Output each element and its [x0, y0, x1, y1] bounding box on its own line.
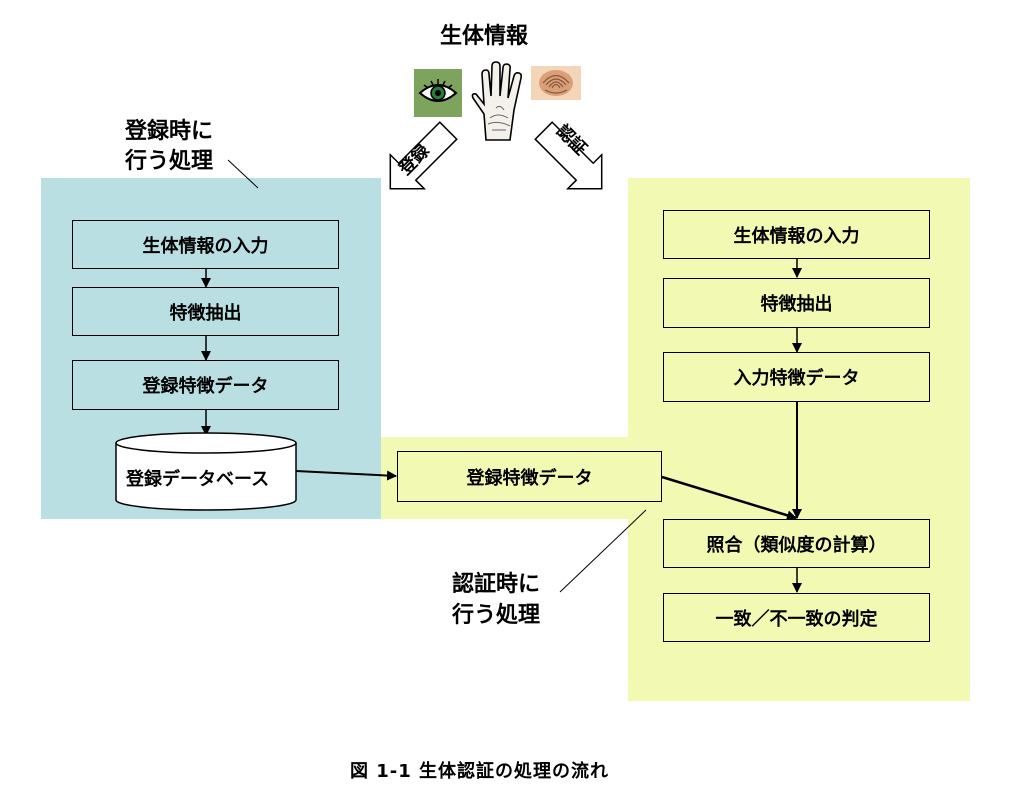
fingerprint-icon [531, 66, 581, 100]
biometric-info-title: 生体情報 [440, 24, 529, 49]
auth-step-input: 生体情報の入力 [663, 210, 930, 259]
stored-feature-box: 登録特徴データ [397, 451, 662, 502]
authentication-caption-line1: 認証時に [452, 572, 541, 597]
eye-icon [414, 69, 462, 117]
auth-step-decision: 一致／不一致の判定 [663, 593, 930, 642]
hand-icon [468, 60, 528, 142]
authentication-caption-line2: 行う処理 [452, 603, 541, 628]
authenticate-big-arrow [534, 121, 603, 190]
figure-caption: 図 1-1 生体認証の処理の流れ [350, 761, 610, 782]
registration-step-input: 生体情報の入力 [72, 220, 339, 269]
registration-leader-line [227, 159, 259, 189]
database-label: 登録データベース [126, 469, 270, 490]
register-big-arrow [389, 121, 458, 190]
authentication-leader-line [559, 509, 647, 593]
registration-step-extract: 特徴抽出 [72, 287, 339, 336]
auth-step-feature: 入力特徴データ [663, 352, 930, 402]
database-cylinder [115, 432, 297, 511]
registration-caption-line1: 登録時に [125, 119, 214, 144]
registration-caption-line2: 行う処理 [125, 149, 214, 174]
auth-step-extract: 特徴抽出 [663, 278, 930, 328]
auth-step-match: 照合（類似度の計算） [663, 519, 930, 568]
registration-step-feature: 登録特徴データ [72, 360, 339, 410]
